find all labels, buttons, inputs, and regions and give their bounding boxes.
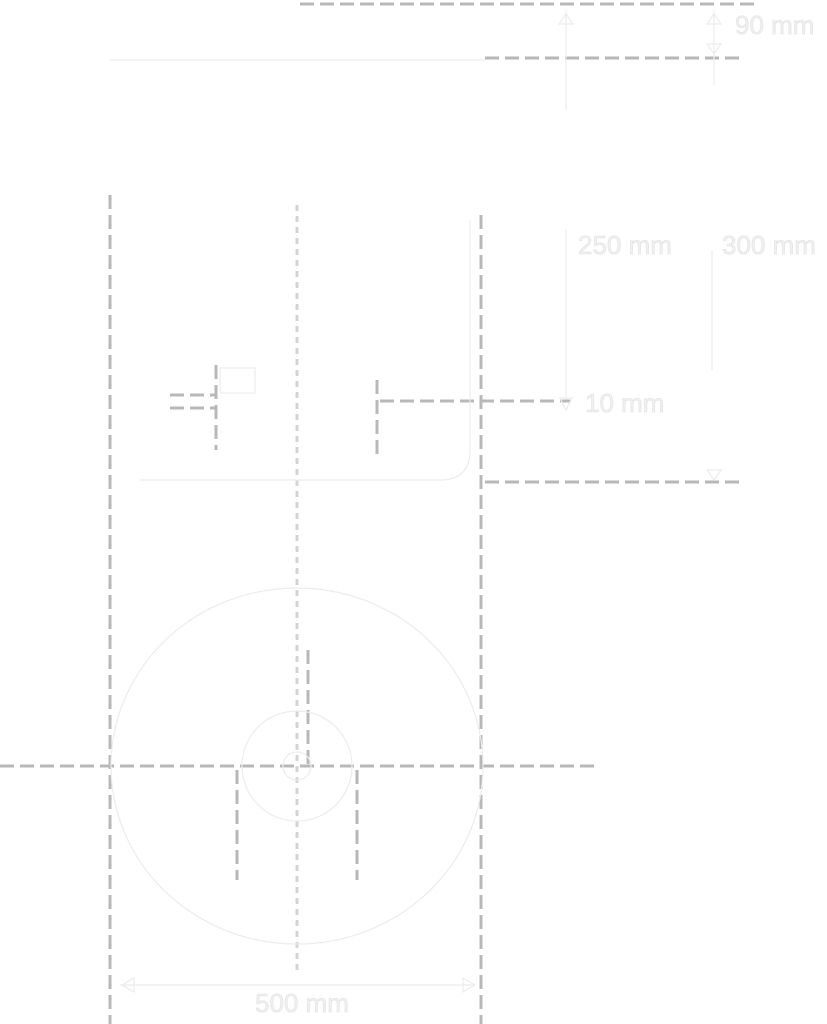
arrowheads [120,12,723,994]
dim-label-right-left: 250 mm [578,230,673,261]
dim-label-right-right: 300 mm [722,230,817,261]
part-outlines [110,220,484,945]
dim-label-top-right: 90 mm [735,10,815,41]
inner-circle [241,710,353,822]
profile-outline [140,220,471,481]
dim-label-middle-right: 10 mm [585,388,665,419]
circle-outline [110,587,484,945]
dimension-lines [0,2,756,1024]
notch-outline [219,367,256,394]
dim-label-bottom: 500 mm [255,988,350,1019]
arrow-icon [120,12,723,994]
center-hole [282,751,312,781]
